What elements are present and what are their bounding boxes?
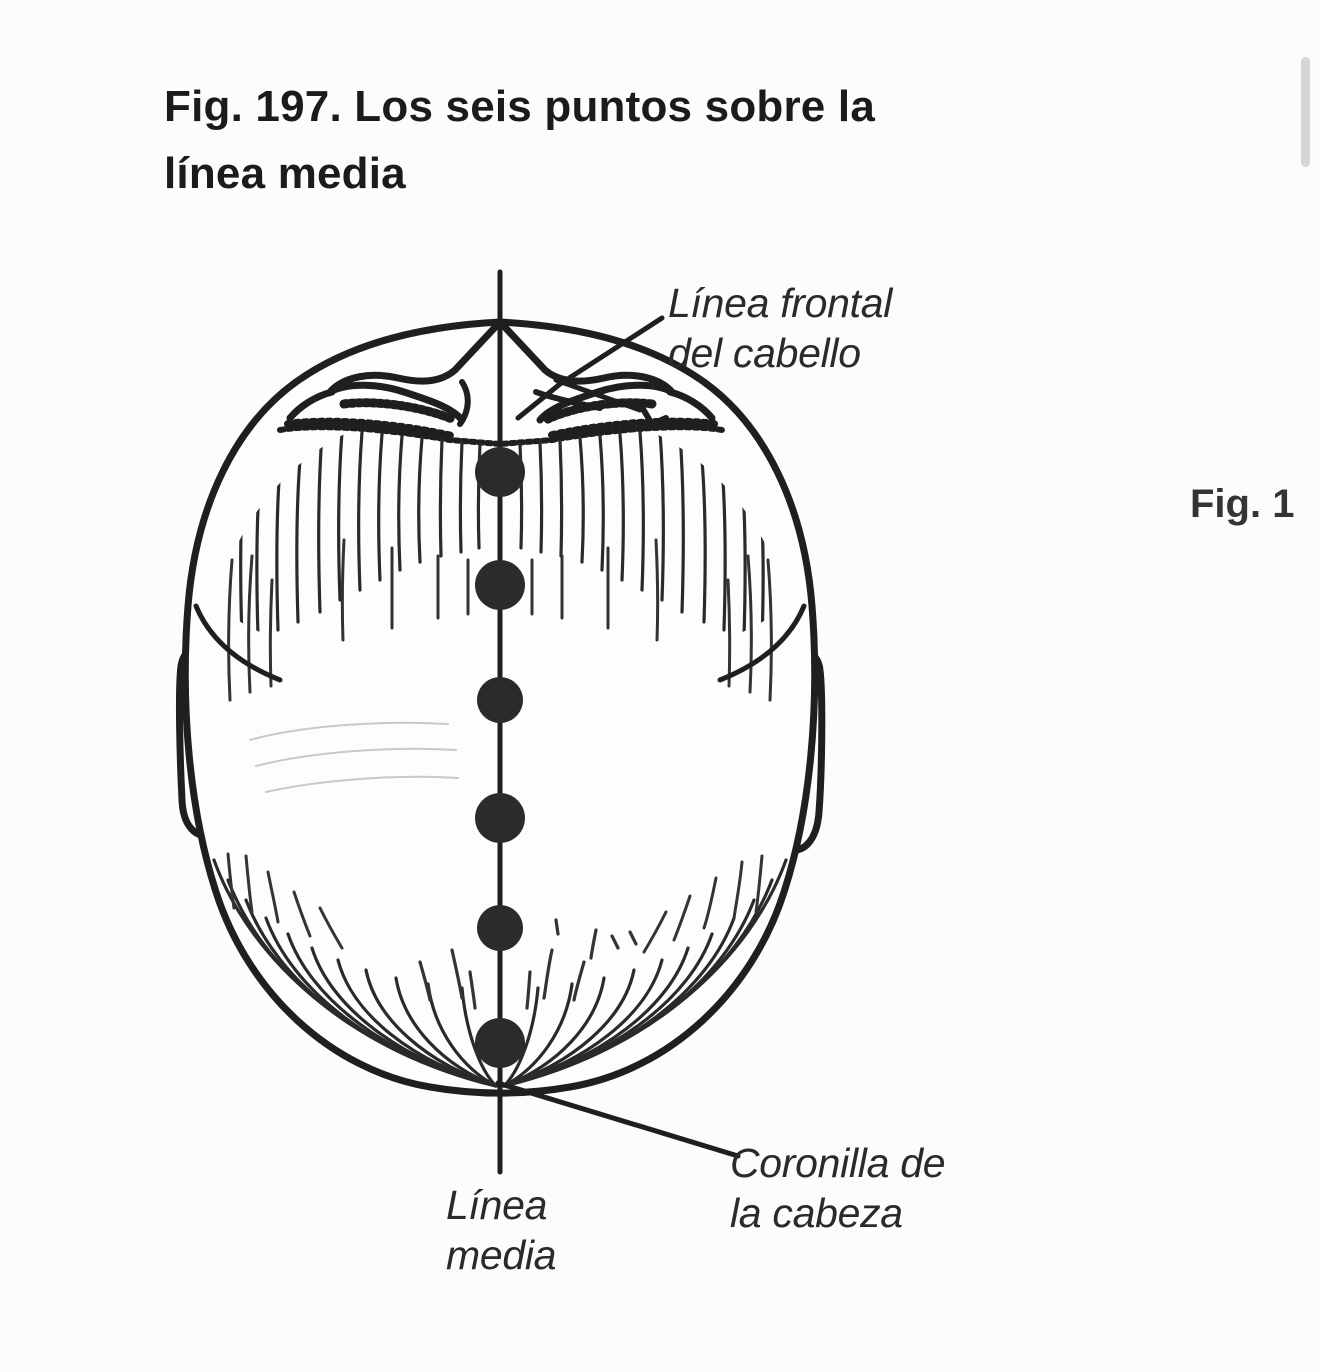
hair-side-boundary-left xyxy=(193,603,283,683)
midline-point-5 xyxy=(477,905,523,951)
midline-point-2 xyxy=(475,560,525,610)
leader-hairline-secondary xyxy=(553,377,643,413)
midline-point-1 xyxy=(475,447,525,497)
annotation-crown-of-head: Coronilla de la cabeza xyxy=(730,1140,946,1237)
annotation-midline: Línea media xyxy=(446,1182,557,1279)
hair-hatching-back xyxy=(212,858,788,1088)
page-edge-scroll-sliver[interactable] xyxy=(1301,57,1310,167)
midline-point-3 xyxy=(477,677,523,723)
midline-points xyxy=(475,447,525,1068)
annotation-frontal-hairline: Línea frontal del cabello xyxy=(668,280,893,377)
adjacent-figure-caption: Fig. 1 xyxy=(1190,482,1295,526)
hair-flicks-sides xyxy=(226,852,764,954)
midline-point-6 xyxy=(475,1018,525,1068)
hair-hatching-front xyxy=(239,430,765,642)
hair-side-boundary-right xyxy=(717,603,807,683)
leader-crown xyxy=(495,1080,741,1159)
hair-flicks-crown xyxy=(418,918,638,1010)
brow-right-outer xyxy=(666,388,716,422)
midline-point-4 xyxy=(475,793,525,843)
brow-left-inner xyxy=(339,398,457,424)
figure-caption: Fig. 197. Los seis puntos sobre la línea… xyxy=(164,82,875,198)
scalp-faint-shading xyxy=(249,721,459,793)
brow-left-outer xyxy=(286,388,336,422)
